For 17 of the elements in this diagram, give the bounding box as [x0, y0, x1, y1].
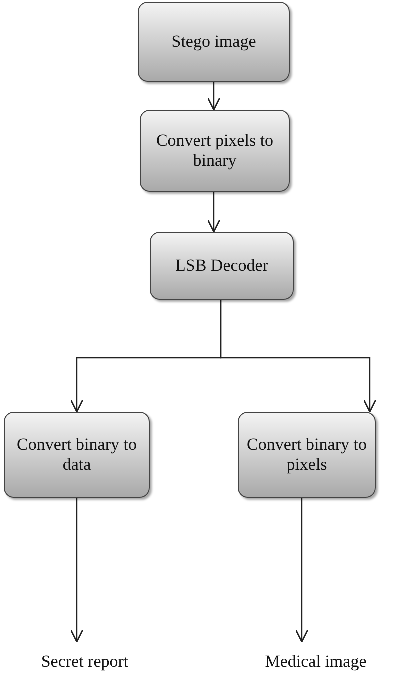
process-box [140, 110, 290, 192]
process-box [150, 232, 294, 300]
arrow [295, 498, 309, 643]
arrow [207, 192, 221, 233]
process-box [238, 412, 376, 498]
process-box [4, 412, 150, 498]
output-label: Medical image [252, 652, 380, 676]
box-text: Convert pixels to binary [155, 130, 275, 172]
arrow [70, 498, 84, 643]
arrow [220, 300, 377, 413]
output-label: Secret report [22, 652, 148, 676]
process-box [138, 2, 290, 82]
box-text: LSB Decoder [175, 256, 268, 276]
box-text: Stego image [172, 32, 256, 52]
arrow [207, 82, 221, 111]
box-text: Convert binary to pixels [247, 434, 367, 476]
box-text: Convert binary to data [16, 434, 138, 476]
